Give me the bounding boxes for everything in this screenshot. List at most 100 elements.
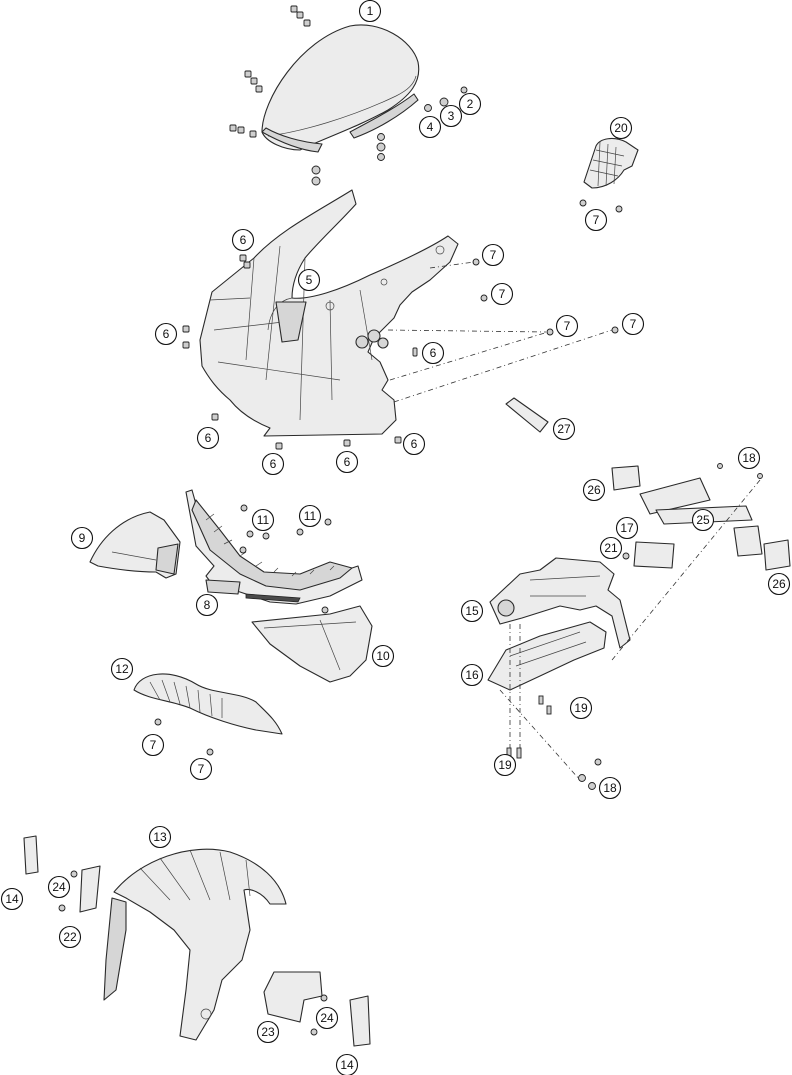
callout: 22 [58, 925, 82, 949]
callout: 7 [555, 314, 579, 338]
svg-text:7: 7 [593, 213, 600, 227]
front-mudguard [103, 848, 287, 1041]
callout: 11 [298, 504, 322, 528]
svg-text:14: 14 [340, 1058, 354, 1072]
svg-text:24: 24 [52, 880, 66, 894]
callout: 7 [141, 733, 165, 757]
callout: 8 [195, 593, 219, 617]
callout: 7 [490, 282, 514, 306]
callout: 6 [196, 426, 220, 450]
rear-bracket [489, 557, 631, 649]
svg-text:6: 6 [163, 327, 170, 341]
callout: 7 [189, 757, 213, 781]
callout: 9 [70, 526, 94, 550]
callout: 12 [110, 657, 134, 681]
mudguard-brackets [23, 835, 371, 1047]
plate-holder [611, 463, 791, 571]
callout: 11 [251, 508, 275, 532]
svg-text:23: 23 [261, 1025, 275, 1039]
windshield [261, 24, 420, 153]
svg-text:19: 19 [498, 758, 512, 772]
callout: 14 [0, 887, 24, 911]
svg-text:21: 21 [604, 541, 618, 555]
headlight-bracket [185, 489, 363, 605]
callout: 6 [261, 452, 285, 476]
svg-text:3: 3 [448, 109, 455, 123]
svg-text:7: 7 [499, 287, 506, 301]
svg-text:13: 13 [153, 830, 167, 844]
callout: 4 [418, 115, 442, 139]
fairing-clips [182, 254, 619, 450]
callout: 27 [552, 417, 576, 441]
callout: 14 [335, 1053, 359, 1075]
svg-text:6: 6 [430, 346, 437, 360]
callout: 7 [584, 208, 608, 232]
svg-text:4: 4 [427, 120, 434, 134]
callout: 24 [315, 1006, 339, 1030]
svg-text:10: 10 [376, 649, 390, 663]
svg-text:14: 14 [5, 892, 19, 906]
bracket-screws [239, 504, 332, 614]
svg-text:26: 26 [772, 577, 786, 591]
svg-text:25: 25 [696, 513, 710, 527]
svg-text:27: 27 [557, 422, 571, 436]
svg-text:7: 7 [490, 248, 497, 262]
svg-text:6: 6 [205, 431, 212, 445]
svg-text:7: 7 [630, 317, 637, 331]
callout: 19 [569, 696, 593, 720]
callout: 16 [460, 663, 484, 687]
svg-text:11: 11 [304, 509, 317, 523]
svg-text:1: 1 [367, 4, 374, 18]
callout: 24 [47, 875, 71, 899]
svg-text:11: 11 [257, 513, 270, 527]
callout: 19 [493, 753, 517, 777]
svg-text:24: 24 [320, 1011, 334, 1025]
svg-text:16: 16 [465, 668, 479, 682]
fairing-leader-lines [387, 261, 613, 403]
belly-pan [133, 673, 283, 756]
instrument-cover [579, 137, 639, 213]
callout: 15 [460, 599, 484, 623]
svg-text:9: 9 [79, 531, 86, 545]
callout: 6 [421, 341, 445, 365]
svg-text:6: 6 [344, 455, 351, 469]
svg-text:12: 12 [115, 662, 129, 676]
rear-subframe [487, 621, 607, 691]
svg-text:6: 6 [411, 437, 418, 451]
side-panel-left [89, 511, 181, 579]
callout: 20 [609, 116, 633, 140]
callout: 3 [439, 104, 463, 128]
svg-text:20: 20 [614, 121, 628, 135]
callout: 1 [358, 0, 382, 23]
callout: 6 [335, 450, 359, 474]
callout: 5 [297, 268, 321, 292]
callout: 21 [599, 536, 623, 560]
callout: 7 [481, 243, 505, 267]
svg-text:7: 7 [150, 738, 157, 752]
side-panel-right [251, 605, 373, 683]
callout: 26 [582, 478, 606, 502]
svg-text:18: 18 [603, 781, 617, 795]
svg-text:6: 6 [240, 233, 247, 247]
callout: 17 [615, 516, 639, 540]
callout: 6 [154, 322, 178, 346]
windshield-screws [229, 5, 468, 186]
callout: 23 [256, 1020, 280, 1044]
svg-text:8: 8 [204, 598, 211, 612]
svg-text:7: 7 [564, 319, 571, 333]
svg-text:19: 19 [574, 701, 588, 715]
callout: 7 [621, 312, 645, 336]
foam-strip [505, 397, 549, 433]
callout: 2 [458, 92, 482, 116]
svg-text:2: 2 [467, 97, 474, 111]
callout: 13 [148, 825, 172, 849]
callout: 6 [402, 432, 426, 456]
svg-text:5: 5 [306, 273, 313, 287]
svg-text:18: 18 [742, 451, 756, 465]
callout: 10 [371, 644, 395, 668]
svg-text:26: 26 [587, 483, 601, 497]
callout: 6 [231, 228, 255, 252]
callout: 26 [767, 572, 791, 596]
svg-text:15: 15 [465, 604, 479, 618]
